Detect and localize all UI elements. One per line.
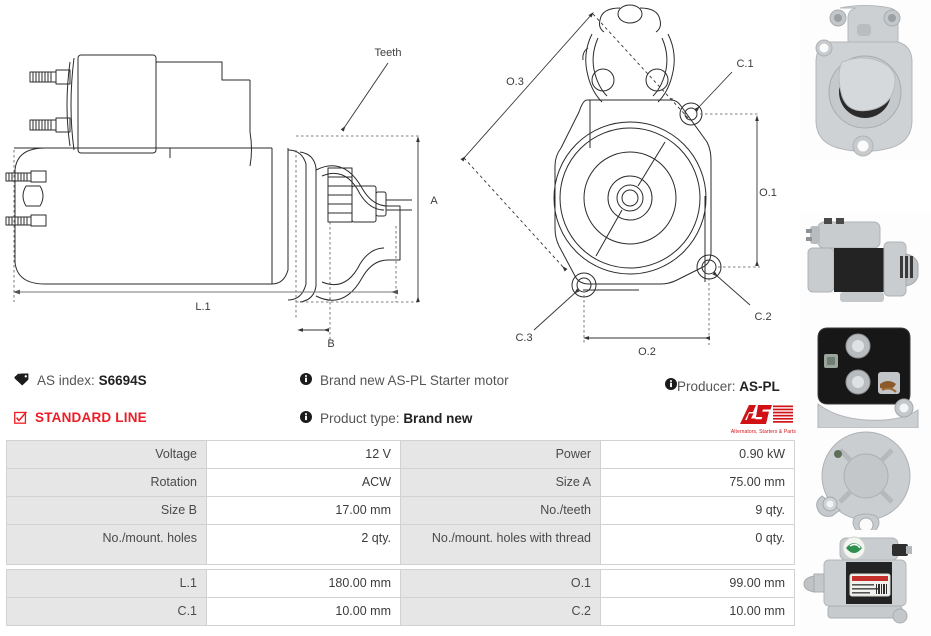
starter-front-face-photo[interactable] (800, 0, 931, 160)
starter-solenoid-terminals-photo[interactable] (800, 320, 931, 430)
as-index-label: AS index: (37, 373, 95, 388)
table-row: Voltage 12 V Power 0.90 kW (6, 440, 795, 469)
check-square-icon (14, 410, 27, 428)
spec-value: 17.00 mm (206, 496, 401, 525)
spec-key: No./mount. holes (6, 524, 207, 565)
dimension-label-b: B (327, 338, 334, 350)
spec-key: Voltage (6, 440, 207, 469)
standard-line-badge: STANDARD LINE (35, 410, 147, 425)
dimension-label-c3: C.3 (515, 332, 532, 344)
starter-rear-cap-photo[interactable] (800, 428, 931, 538)
info-icon (665, 377, 677, 395)
starter-side-profile-photo[interactable] (800, 212, 931, 322)
table-row: No./mount. holes 2 qty. No./mount. holes… (6, 524, 795, 565)
spec-value: 75.00 mm (600, 468, 795, 497)
info-column-description: Brand new AS-PL Starter motor Product ty… (300, 362, 660, 438)
specifications-table: Voltage 12 V Power 0.90 kW Rotation ACW … (6, 440, 795, 626)
table-row: Rotation ACW Size A 75.00 mm (6, 468, 795, 497)
dimension-label-c2: C.2 (754, 311, 771, 323)
info-column-index: AS index: S6694S STANDARD LINE (14, 362, 294, 438)
dimension-label-o2: O.2 (638, 346, 656, 358)
table-row: Size B 17.00 mm No./teeth 9 qty. (6, 496, 795, 525)
spec-key: C.2 (400, 597, 601, 626)
spec-value: 0.90 kW (600, 440, 795, 469)
starter-side-view-drawing: Teeth A B L.1 (0, 0, 460, 362)
as-index-row: AS index: S6694S (14, 372, 294, 400)
dimension-label-teeth: Teeth (375, 47, 402, 59)
as-pl-logo-mark (740, 405, 793, 424)
as-pl-logo-tagline: Alternators, Starters & Parts (730, 429, 796, 435)
as-pl-logo: Alternators, Starters & Parts (665, 404, 800, 435)
as-index-text: AS index: S6694S (37, 372, 147, 389)
info-icon (300, 372, 312, 389)
dimension-label-a: A (430, 195, 438, 207)
product-type-label: Product type: (320, 411, 400, 426)
spec-key: Size A (400, 468, 601, 497)
standard-line-row: STANDARD LINE (14, 410, 294, 438)
spec-value: 10.00 mm (600, 597, 795, 626)
dimension-label-o1: O.1 (759, 187, 777, 199)
spec-key: Rotation (6, 468, 207, 497)
spec-key: L.1 (6, 569, 207, 598)
spec-value: 12 V (206, 440, 401, 469)
dimension-label-c1: C.1 (736, 58, 753, 70)
product-type-row: Product type: Brand new (300, 410, 660, 438)
spec-key: Power (400, 440, 601, 469)
spec-value: 9 qty. (600, 496, 795, 525)
dimension-label-l1: L.1 (195, 301, 210, 313)
spec-value: 10.00 mm (206, 597, 401, 626)
technical-drawings-area: Teeth A B L.1 (0, 0, 800, 362)
spec-value: ACW (206, 468, 401, 497)
table-row: L.1 180.00 mm O.1 99.00 mm (6, 569, 795, 598)
info-icon (300, 410, 312, 427)
producer-text: Producer: AS-PL (677, 379, 780, 394)
starter-labelled-body-photo[interactable] (800, 530, 931, 636)
spec-key: C.1 (6, 597, 207, 626)
producer-row: Producer: AS-PL (665, 372, 800, 400)
spec-key: Size B (6, 496, 207, 525)
spec-value: 180.00 mm (206, 569, 401, 598)
starter-front-view-drawing: O.3 O.1 O.2 C.1 C.2 C.3 (460, 0, 800, 362)
description-row: Brand new AS-PL Starter motor (300, 372, 660, 400)
product-photo-column (800, 0, 931, 636)
spec-key: No./teeth (400, 496, 601, 525)
producer-value: AS-PL (739, 378, 780, 394)
producer-label: Producer: (677, 378, 736, 394)
product-type-text: Product type: Brand new (320, 410, 472, 427)
as-index-value: S6694S (98, 373, 147, 388)
product-type-value: Brand new (403, 411, 473, 426)
spec-key: O.1 (400, 569, 601, 598)
table-row: C.1 10.00 mm C.2 10.00 mm (6, 597, 795, 626)
dimension-label-o3: O.3 (506, 76, 524, 88)
info-column-producer: Producer: AS-PL Alternators (665, 362, 800, 435)
product-info-bar: AS index: S6694S STANDARD LINE (0, 362, 800, 440)
spec-key: No./mount. holes with thread (400, 524, 601, 565)
description-text: Brand new AS-PL Starter motor (320, 373, 509, 388)
spec-value: 0 qty. (600, 524, 795, 565)
tag-icon (14, 372, 29, 390)
spec-value: 99.00 mm (600, 569, 795, 598)
spec-value: 2 qty. (206, 524, 401, 565)
